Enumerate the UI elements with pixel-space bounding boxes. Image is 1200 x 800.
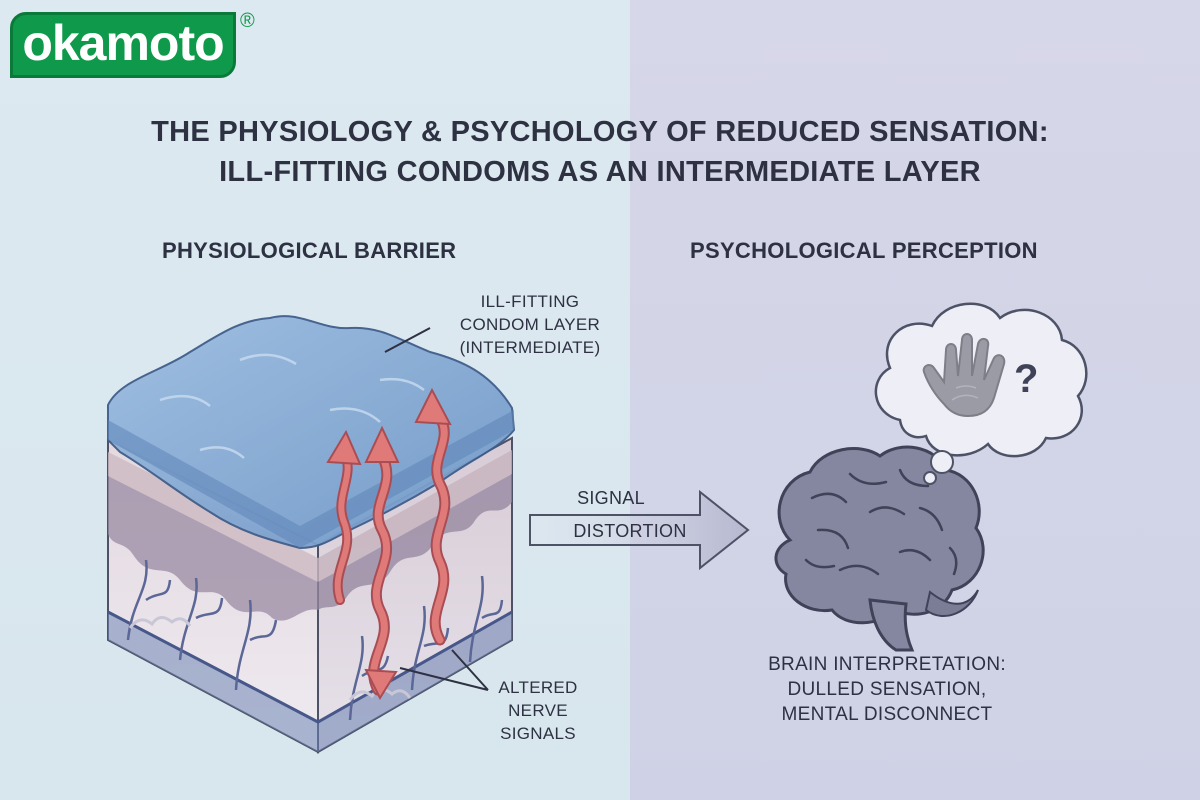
condom-layer-label: ILL-FITTING CONDOM LAYER (INTERMEDIATE) — [430, 290, 630, 359]
question-mark: ? — [1014, 357, 1038, 401]
page-title: THE PHYSIOLOGY & PSYCHOLOGY OF REDUCED S… — [40, 112, 1160, 192]
okamoto-logo: okamoto — [10, 12, 236, 78]
title-line-2: ILL-FITTING CONDOMS AS AN INTERMEDIATE L… — [219, 156, 981, 188]
brain-label-line-2: DULLED SENSATION, — [787, 679, 987, 700]
nerve-label-line-2: NERVE — [508, 701, 568, 720]
psychological-heading: PSYCHOLOGICAL PERCEPTION — [690, 238, 1038, 263]
brain-label-line-3: MENTAL DISCONNECT — [781, 704, 993, 725]
nerve-signals-label: ALTERED NERVE SIGNALS — [478, 676, 598, 745]
brain-label-line-1: BRAIN INTERPRETATION: — [768, 654, 1006, 675]
condom-label-line-1: ILL-FITTING — [480, 292, 580, 311]
brain-icon — [774, 445, 985, 652]
brain-interpretation-label: BRAIN INTERPRETATION: DULLED SENSATION, … — [722, 652, 1052, 727]
condom-leader-line — [384, 327, 431, 353]
title-line-1: THE PHYSIOLOGY & PSYCHOLOGY OF REDUCED S… — [151, 116, 1049, 148]
nerve-signal-arrows-icon — [326, 387, 452, 701]
nerve-label-line-1: ALTERED — [498, 678, 578, 697]
hand-icon — [922, 333, 1006, 418]
skin-layers-icon — [107, 436, 513, 754]
physiological-heading: PHYSIOLOGICAL BARRIER — [162, 238, 457, 263]
condom-label-line-3: (INTERMEDIATE) — [459, 338, 601, 357]
logo-text: okamoto — [22, 15, 224, 71]
nerve-label-line-3: SIGNALS — [500, 724, 576, 743]
condom-label-line-2: CONDOM LAYER — [459, 315, 601, 334]
nerve-leader-line — [399, 649, 489, 691]
signal-label: SIGNAL — [577, 488, 645, 508]
distortion-label: DISTORTION — [573, 521, 687, 541]
registered-mark: ® — [240, 10, 255, 32]
condom-layer-icon — [107, 315, 516, 550]
arrow-right-icon — [529, 489, 750, 571]
